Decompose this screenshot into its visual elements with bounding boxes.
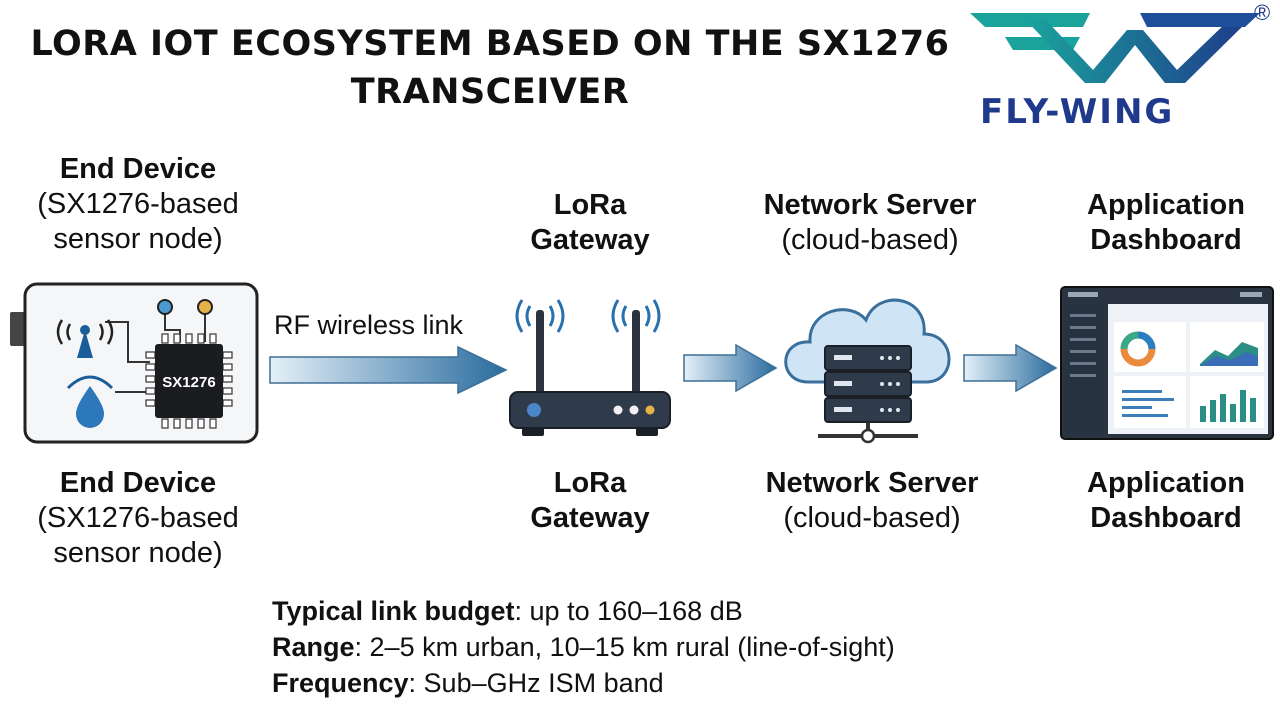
spec-frequency: Frequency: Sub–GHz ISM band [272,668,664,698]
lora-gateway-router [500,288,680,440]
dashboard-title-1: Application [1087,189,1245,221]
dashboard-title-2-bottom: Dashboard [1090,502,1242,534]
spec-list: Typical link budget: up to 160–168 dB Ra… [272,593,1232,701]
network-server-sub-bottom: (cloud-based) [783,502,961,534]
dashboard-title-1-bottom: Application [1087,467,1245,499]
spec-range: Range: 2–5 km urban, 10–15 km rural (lin… [272,632,895,662]
end-device-label-top: End Device (SX1276-based sensor node) [8,152,268,257]
wing-logo-icon [970,13,1260,83]
gateway-to-server-arrow [682,343,778,398]
end-device-title-bottom: End Device [59,467,217,499]
application-dashboard-screen [1060,286,1274,440]
dashboard-label-bottom: Application Dashboard [1060,466,1272,536]
gateway-label-top: LoRa Gateway [490,188,690,258]
network-server-title: Network Server [763,189,977,221]
page-title-line-1: LORA IOT ECOSYSTEM BASED ON THE SX1276 [30,24,950,64]
page-title-line-2: TRANSCEIVER [350,72,630,112]
network-server-sub: (cloud-based) [781,224,959,256]
logo-text: FLY-WING [980,92,1175,132]
network-server-cloud [778,282,958,447]
registered-mark: ® [1254,0,1271,25]
gateway-title-1-bottom: LoRa [553,467,627,499]
end-device-title: End Device [59,153,217,185]
gateway-title-1: LoRa [553,189,627,221]
water-drop-sensor-icon [60,370,120,435]
end-device-board: SX1276 [10,282,260,447]
dashboard-title-2: Dashboard [1090,224,1242,256]
server-to-dashboard-arrow [962,343,1058,398]
end-device-sub2-bottom: sensor node) [53,537,223,569]
gateway-label-bottom: LoRa Gateway [490,466,690,536]
gateway-title-2: Gateway [530,224,650,256]
page-title: LORA IOT ECOSYSTEM BASED ON THE SX1276 T… [0,20,980,116]
end-device-sub1: (SX1276-based [37,188,239,220]
network-server-label-bottom: Network Server (cloud-based) [742,466,1002,536]
chip-label: SX1276 [162,374,216,391]
network-server-label-top: Network Server (cloud-based) [740,188,1000,258]
antenna-icon [50,300,120,370]
fly-wing-logo: ® FLY-WING [960,0,1280,140]
end-device-sub1-bottom: (SX1276-based [37,502,239,534]
rf-link-label: RF wireless link [274,310,464,340]
gateway-title-2-bottom: Gateway [530,502,650,534]
network-server-title-bottom: Network Server [765,467,979,499]
dashboard-label-top: Application Dashboard [1060,188,1272,258]
spec-link-budget: Typical link budget: up to 160–168 dB [272,596,743,626]
end-device-sub2: sensor node) [53,223,223,255]
rf-link-arrow [268,345,508,400]
end-device-label-bottom: End Device (SX1276-based sensor node) [8,466,268,571]
